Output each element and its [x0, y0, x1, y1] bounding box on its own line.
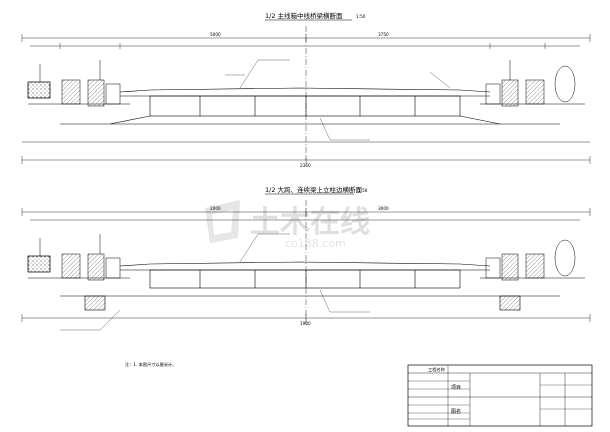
section-1-bottom-dimensions — [21, 141, 591, 164]
section-1-right-side — [480, 60, 585, 107]
title-block-project-label: 项目 — [451, 385, 461, 391]
section-1-scale: 1:50 — [356, 14, 366, 19]
title-block-drawing-label: 图名 — [451, 408, 461, 415]
section-2-scale: 1:50 — [358, 188, 368, 193]
section-1-title: 1/2 主线箱中线桥梁横断面 — [265, 11, 343, 20]
watermark: 土木在线 co188.com — [205, 200, 370, 250]
section-1-deck — [60, 87, 560, 125]
section-1-dim-top-left: 5000 — [210, 32, 221, 37]
section-2-right-side — [480, 239, 585, 281]
section-2-bottom-dimensions — [21, 314, 591, 322]
section-2-dim-top-left: 2000 — [210, 206, 221, 211]
section-2-leaders — [60, 233, 370, 331]
section-2-dim-bottom-total: 1900 — [300, 321, 311, 326]
watermark-logo-icon — [205, 200, 240, 243]
section-2-left-side — [27, 234, 130, 281]
section-2: 1/2 大跨、连续梁上立柱边横断面 1:50 2000 3000 — [21, 185, 591, 331]
title-block-unit-label: 工程名称 — [428, 366, 445, 373]
watermark-subtext: co188.com — [285, 237, 346, 250]
section-1-dim-top-right: 3750 — [378, 32, 389, 37]
section-1-dim-bottom-total: 2360 — [300, 163, 311, 168]
title-block — [407, 364, 593, 427]
section-1-leaders — [225, 59, 451, 141]
section-2-title: 1/2 大跨、连续梁上立柱边横断面 — [265, 185, 363, 194]
section-1-left-side — [27, 60, 130, 107]
watermark-text: 土木在线 — [250, 205, 370, 240]
section-2-deck — [60, 261, 560, 311]
section-2-dim-top-right: 3000 — [378, 206, 389, 211]
section-1: 1/2 主线箱中线桥梁横断面 1:50 5000 3750 — [21, 11, 591, 168]
drawing-note: 注：1. 本图尺寸以厘米计。 — [125, 361, 176, 368]
